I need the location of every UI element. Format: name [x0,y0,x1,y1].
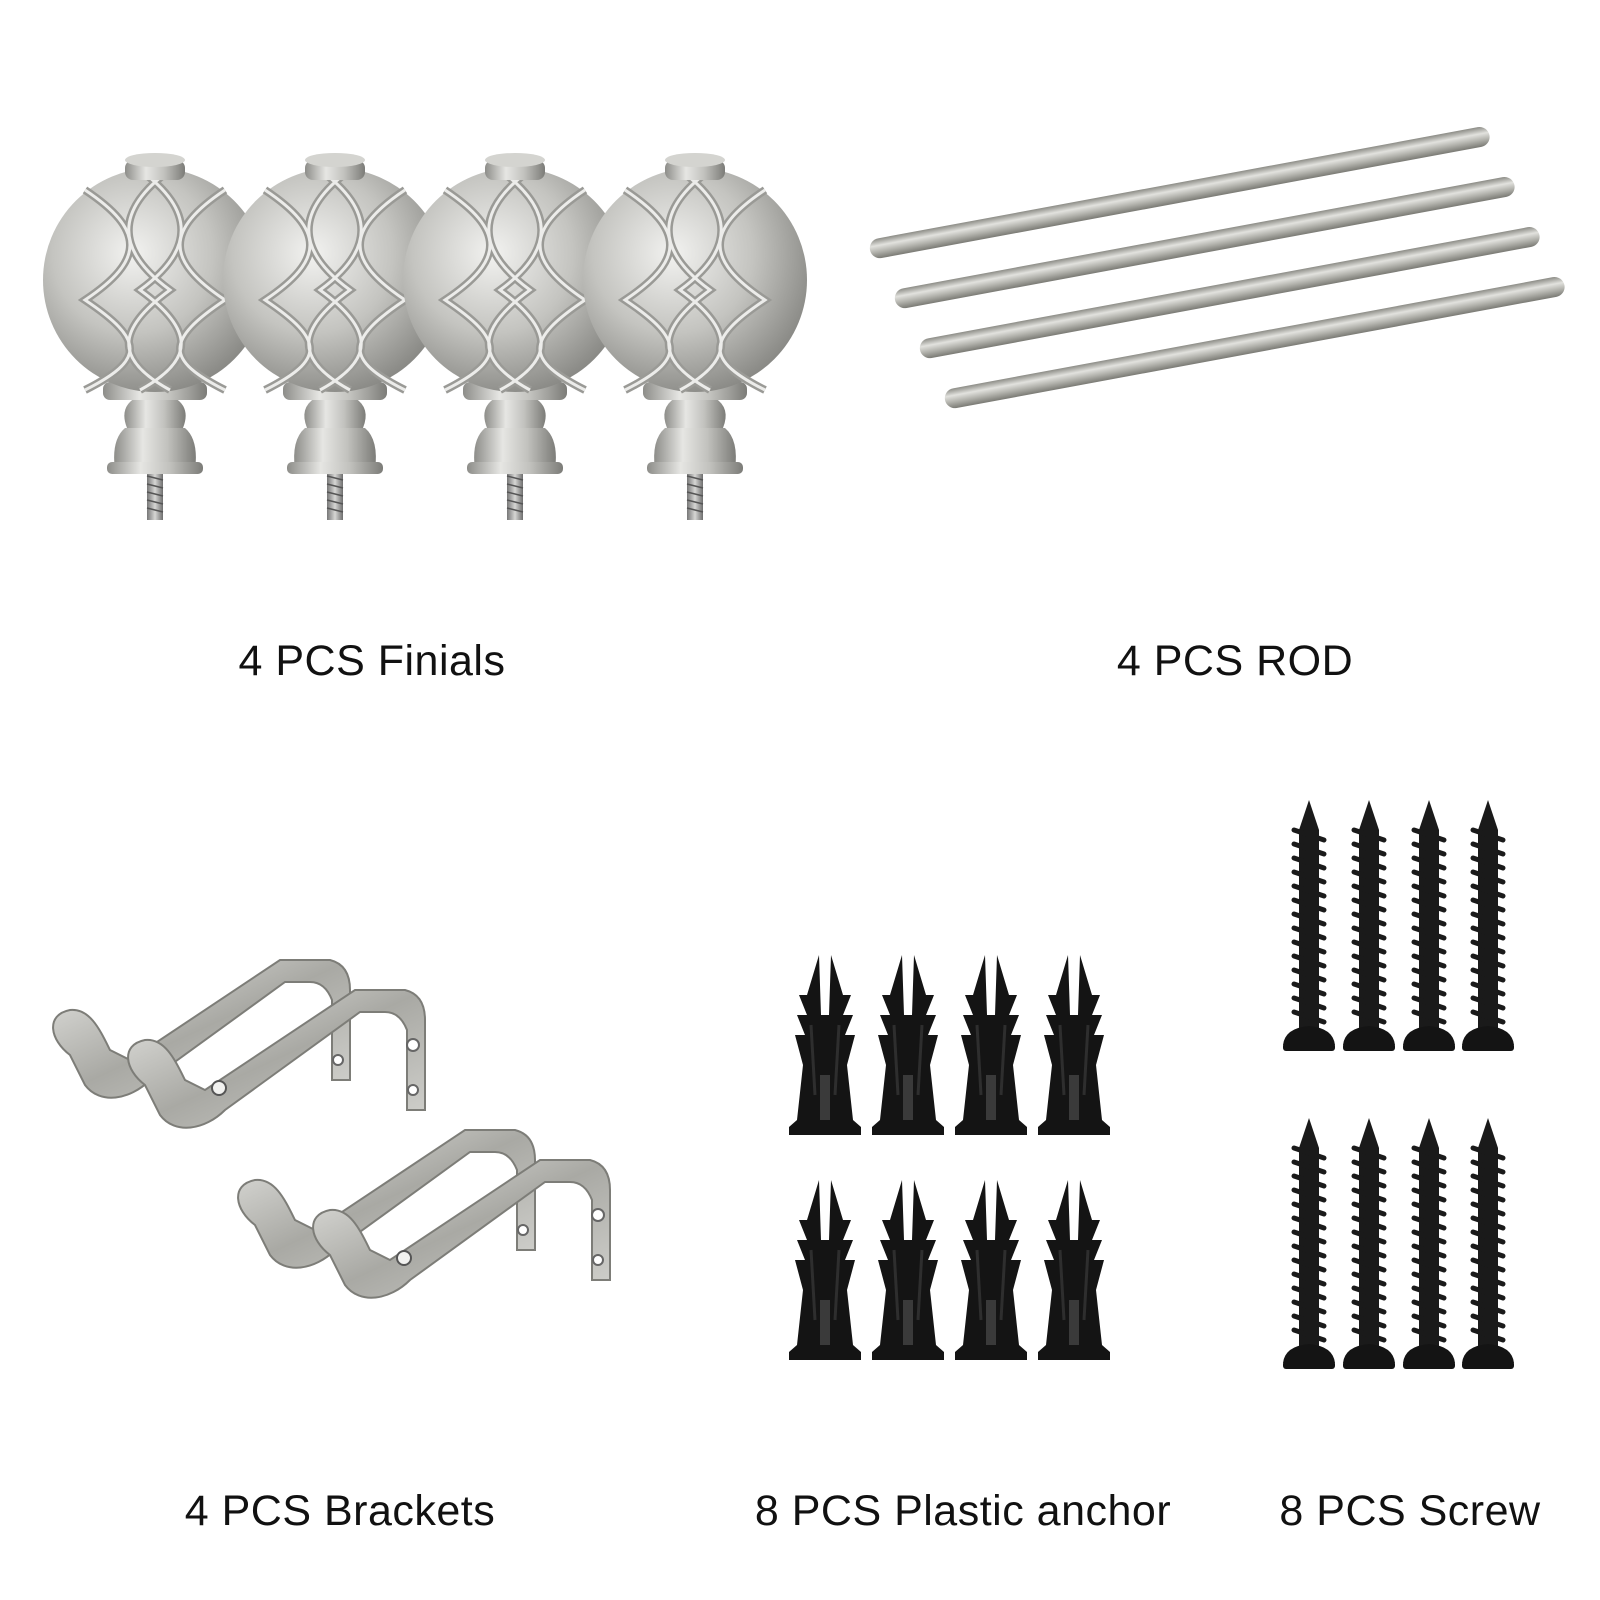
brackets-label: 4 PCS Brackets [184,1487,496,1535]
finial-icon [43,153,267,520]
screw-icon [1403,800,1455,1051]
rod-label: 4 PCS ROD [1116,637,1354,685]
screw-icon [1462,1118,1514,1369]
anchor-icon [953,953,1029,1137]
screw-label: 8 PCS Screw [1279,1487,1541,1535]
anchor-label: 8 PCS Plastic anchor [754,1487,1172,1535]
screw-icon [1343,1118,1395,1369]
anchors-group [787,953,1112,1362]
finials-group [43,153,807,520]
bracket-icon [127,989,426,1129]
anchor-icon [953,1178,1029,1362]
rods-group [868,125,1567,410]
screw-icon [1283,1118,1335,1369]
anchor-icon [787,1178,863,1362]
finial-icon [403,153,627,520]
anchor-icon [1036,1178,1112,1362]
bracket-icon [312,1159,611,1299]
screw-icon [1462,800,1514,1051]
anchor-icon [787,953,863,1137]
screw-icon [1343,800,1395,1051]
finial-icon [223,153,447,520]
screw-icon [1403,1118,1455,1369]
anchor-icon [870,953,946,1137]
anchor-icon [870,1178,946,1362]
screws-group [1283,800,1514,1369]
finials-label: 4 PCS Finials [238,637,506,685]
brackets-group [52,959,611,1299]
anchor-icon [1036,953,1112,1137]
finial-icon [583,153,807,520]
screw-icon [1283,800,1335,1051]
